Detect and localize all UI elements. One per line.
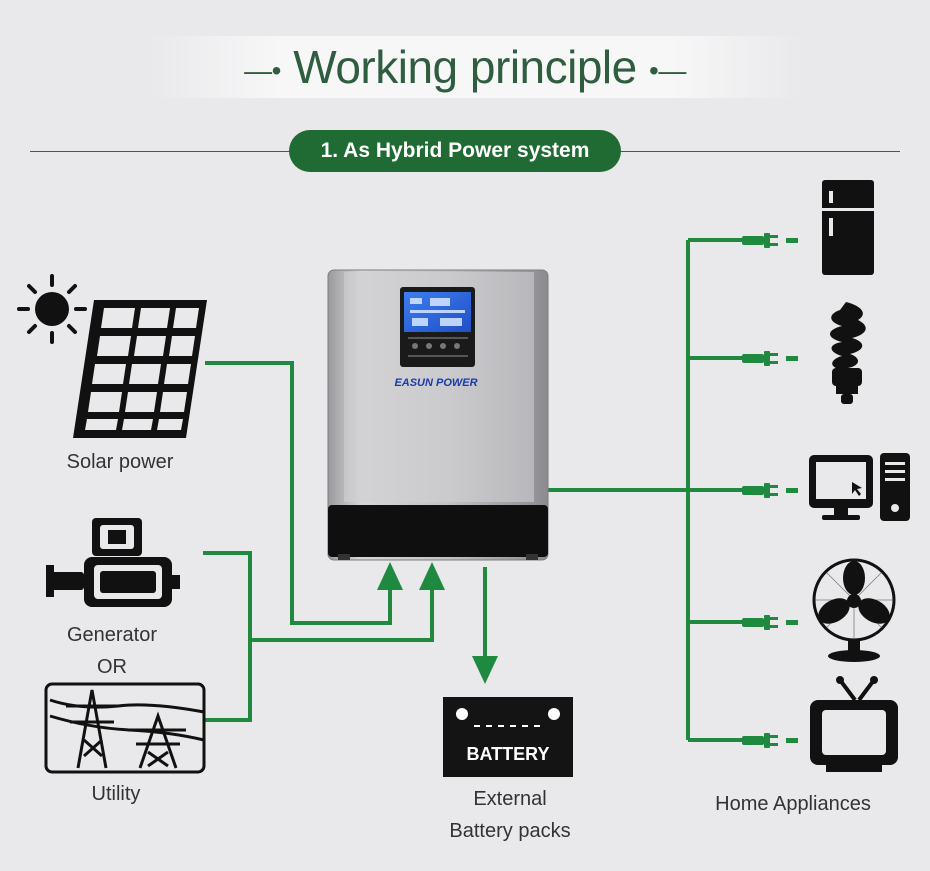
appliances-label: Home Appliances — [715, 793, 871, 815]
title-text: Working principle — [293, 41, 637, 93]
brand-logo: EASUN POWER — [394, 377, 477, 389]
battery-icon: BATTERY — [443, 697, 573, 777]
generator-wire — [203, 551, 252, 722]
title-arrow-right: •— — [649, 54, 686, 86]
battery-arrow — [472, 656, 498, 684]
plug-icon — [742, 615, 798, 630]
arrows — [377, 562, 498, 684]
solar-arrow — [377, 562, 403, 590]
section-badge: 1. As Hybrid Power system — [289, 130, 621, 172]
television-icon — [810, 676, 898, 772]
battery-badge-text: BATTERY — [467, 744, 550, 764]
solar-label: Solar power — [66, 451, 174, 473]
fan-icon — [812, 558, 896, 662]
solar-panel-icon — [73, 300, 207, 438]
plug-icon — [742, 351, 798, 366]
page-title: —• Working principle •— — [0, 40, 930, 94]
sun-icon — [17, 274, 87, 344]
generator-label: Generator — [66, 624, 158, 646]
generator-icon — [46, 518, 180, 607]
plug-icon — [742, 233, 798, 248]
light-bulb-icon — [830, 302, 866, 404]
battery-label-line1: External — [473, 788, 547, 810]
control-buttons — [412, 343, 460, 349]
plug-icon — [742, 483, 798, 498]
wires — [203, 238, 745, 742]
utility-label: Utility — [91, 783, 141, 805]
or-label: OR — [97, 656, 127, 678]
solar-wire — [205, 361, 392, 625]
plugs — [742, 233, 798, 748]
title-banner — [148, 36, 802, 98]
inverter-device: EASUN POWER — [327, 269, 549, 561]
grid-arrow — [419, 562, 445, 590]
refrigerator-icon — [822, 180, 874, 275]
title-arrow-left: —• — [244, 54, 281, 86]
grid-feed-wire — [250, 582, 434, 642]
plug-icon — [742, 733, 798, 748]
computer-icon — [809, 453, 910, 521]
battery-label-line2: Battery packs — [449, 820, 571, 842]
power-tower-icon — [44, 682, 206, 774]
